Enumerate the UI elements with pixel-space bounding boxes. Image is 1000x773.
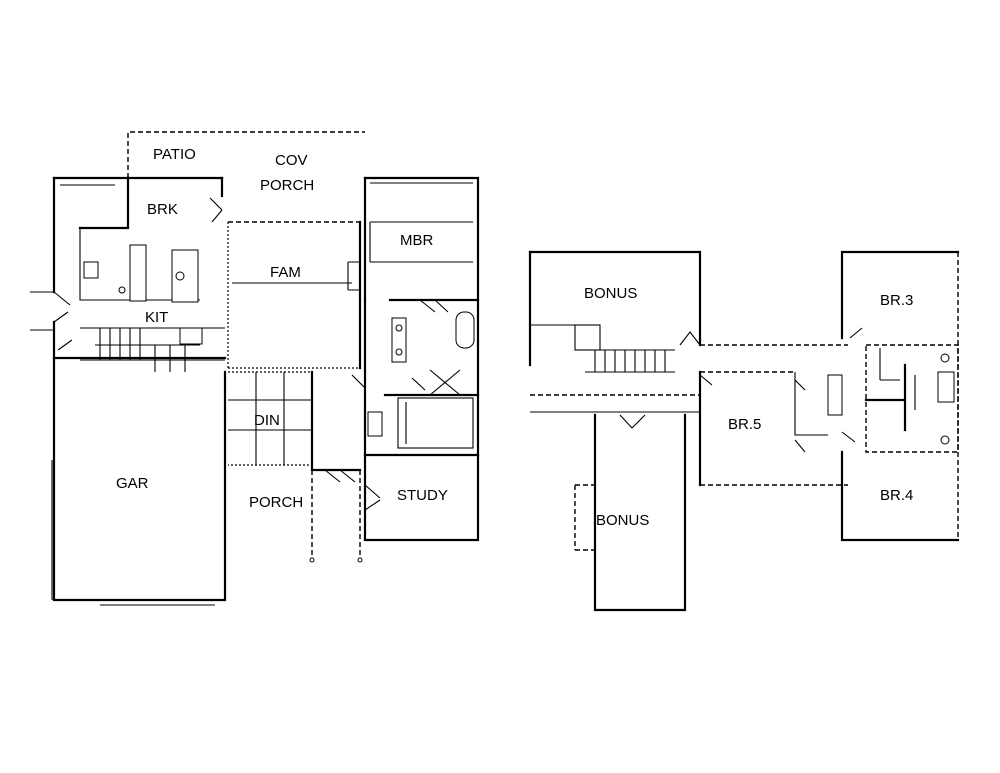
porch-column-1: [309, 557, 315, 563]
br4-door: [841, 431, 856, 443]
label-br3: BR.3: [880, 292, 913, 309]
br3-walls: [840, 250, 960, 340]
bath-sink-1: [940, 353, 950, 363]
vanity: [391, 317, 407, 363]
bath-tub: [937, 371, 955, 403]
mbr-exterior: [363, 176, 480, 457]
label-fam: FAM: [270, 264, 301, 281]
vanity-sink-1: [395, 324, 403, 332]
kitchen-counter: [79, 228, 200, 301]
bonus-lower-bay: [574, 484, 595, 551]
br5-door: [699, 374, 806, 453]
label-mbr: MBR: [400, 232, 434, 249]
label-bonus-lower: BONUS: [596, 512, 649, 529]
bath-door: [879, 348, 916, 410]
shower-x: [429, 369, 461, 396]
first-floor-plan: [30, 131, 480, 606]
fam-fireplace: [347, 261, 360, 291]
stair-box: [574, 324, 601, 351]
porch-outline: [224, 470, 361, 560]
bonus-upper-walls: [528, 250, 702, 347]
tub: [455, 311, 475, 349]
label-kit: KIT: [145, 309, 168, 326]
kitchen-door-left: [53, 291, 71, 323]
label-patio: PATIO: [153, 146, 196, 163]
bath-divider: [864, 363, 907, 432]
brk-door: [209, 197, 223, 223]
range-icon: [83, 261, 99, 279]
hall-door: [351, 374, 366, 389]
sink-icon: [175, 271, 185, 281]
br5-bath-fixture: [827, 374, 843, 416]
upper-hall: [530, 344, 848, 396]
bath-door: [411, 377, 426, 391]
study-walls: [363, 453, 480, 542]
second-floor-plan: [528, 250, 960, 612]
bonus-lower-walls: [593, 413, 687, 612]
label-study: STUDY: [397, 487, 448, 504]
vanity-sink-2: [395, 348, 403, 356]
label-bonus-upper: BONUS: [584, 285, 637, 302]
mbr-door: [419, 299, 449, 313]
din-door: [324, 469, 356, 483]
din-grid: [228, 372, 312, 465]
br5-closet: [794, 372, 828, 436]
label-gar: GAR: [116, 475, 149, 492]
garage-entry-door: [57, 339, 73, 351]
br3-door: [849, 327, 863, 339]
label-br4: BR.4: [880, 487, 913, 504]
garage-walls: [52, 356, 227, 602]
bonus-door: [679, 331, 701, 346]
kitchen-pantry: [179, 327, 203, 345]
porch-column-2: [357, 557, 363, 563]
closet-toilet: [367, 411, 383, 437]
label-cov-porch-line1: COV: [275, 152, 308, 169]
label-brk: BRK: [147, 201, 178, 218]
kitchen-island: [129, 244, 147, 302]
fam-boundary: [227, 222, 360, 369]
din-boundary: [228, 371, 313, 466]
study-door: [364, 484, 381, 511]
stair-treads: [585, 349, 675, 373]
din-right-wall: [310, 370, 362, 472]
burner-icon: [118, 286, 126, 294]
bath-sink-2: [940, 435, 950, 445]
kitchen-stair-treads: [99, 328, 186, 372]
label-din: DIN: [254, 412, 280, 429]
brk-wall-inner: [78, 176, 130, 230]
kitchen-stair-rail: [80, 327, 225, 361]
patio-outline: [127, 131, 365, 178]
label-cov-porch-line2: PORCH: [260, 177, 314, 194]
bonus-lower-door: [619, 414, 646, 429]
br5-walls-dashed: [700, 371, 848, 486]
room-labels: PATIO COV PORCH BRK MBR FAM KIT DIN GAR …: [116, 146, 913, 529]
exterior-lead-line: [30, 291, 54, 331]
mbr-bed-wall: [369, 221, 473, 263]
label-br5: BR.5: [728, 416, 761, 433]
label-porch: PORCH: [249, 494, 303, 511]
walk-in-closet: [397, 397, 474, 449]
